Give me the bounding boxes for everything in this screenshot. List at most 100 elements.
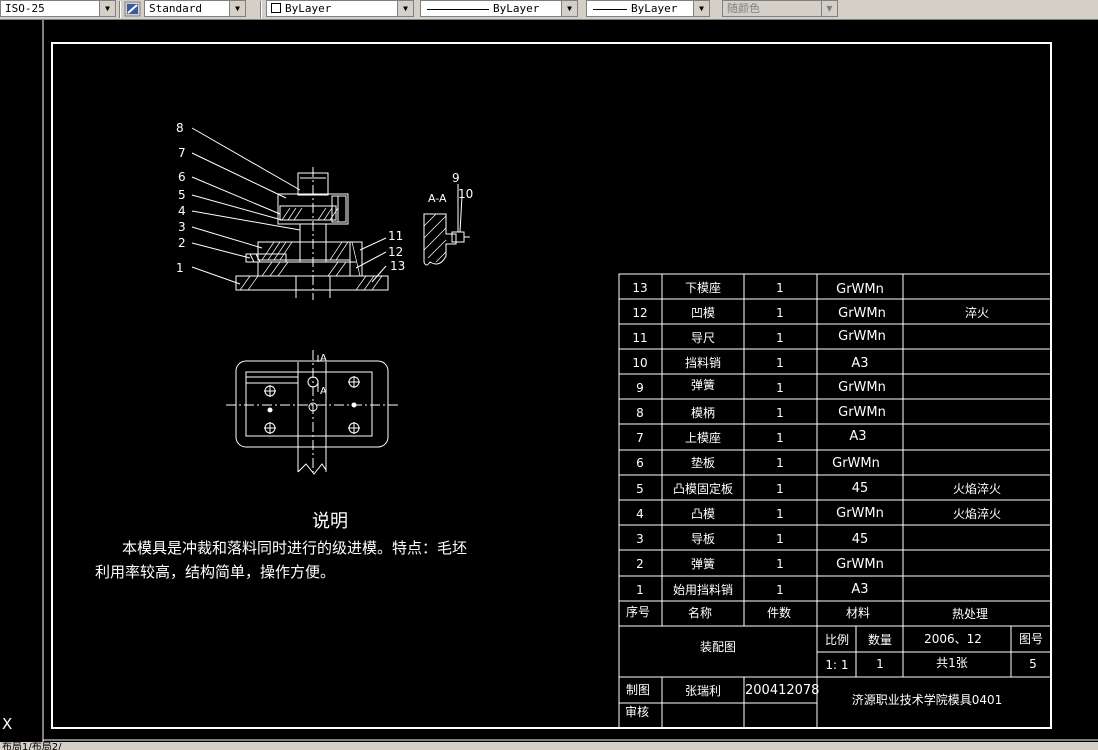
- bom-cell: 凸模: [691, 507, 715, 521]
- bom-cell: A3: [851, 582, 868, 597]
- part-label: 6: [178, 170, 186, 184]
- bom-cell: 45: [852, 532, 869, 547]
- table-row: 12 凹模 1 GrWMn 淬火: [632, 305, 989, 321]
- student-id-value: 200412078: [745, 683, 819, 698]
- bom-cell: 1: [776, 482, 784, 496]
- scale-label: 比例: [825, 633, 849, 647]
- chevron-down-icon[interactable]: ▼: [99, 1, 115, 16]
- bom-cell: 1: [776, 431, 784, 445]
- dimension-style-dropdown[interactable]: ISO-25 ▼: [0, 0, 116, 17]
- chevron-down-icon: ▼: [821, 1, 837, 16]
- section-a-a-view: A-A 9 10: [423, 171, 473, 266]
- bom-cell: 8: [636, 406, 644, 420]
- drawn-by-value: 张瑞利: [685, 684, 721, 698]
- part-label: 5: [178, 188, 186, 202]
- bom-cell: 45: [852, 481, 869, 496]
- bom-cell: 1: [776, 306, 784, 320]
- lineweight-dropdown[interactable]: ByLayer ▼: [586, 0, 710, 17]
- part-label: 11: [388, 229, 403, 243]
- table-row: 13 下模座 1 GrWMn: [632, 280, 884, 297]
- bom-cell: 1: [776, 381, 784, 395]
- drawn-by-label: 制图: [626, 683, 650, 697]
- drawing-border: [51, 42, 1052, 729]
- linetype-dropdown[interactable]: ByLayer ▼: [420, 0, 578, 17]
- part-label: 8: [176, 121, 184, 135]
- part-label: 10: [458, 187, 473, 201]
- bom-cell: 垫板: [691, 455, 715, 470]
- table-row: 1 始用挡料销 1 A3: [636, 582, 868, 597]
- bom-cell: GrWMn: [838, 306, 886, 321]
- layer-value: ByLayer: [285, 2, 332, 15]
- quantity-value: 1: [876, 657, 884, 671]
- chevron-down-icon[interactable]: ▼: [693, 1, 709, 16]
- bom-cell: 导尺: [691, 331, 715, 345]
- ucs-x-icon: X: [2, 715, 12, 733]
- bom-cell: 1: [776, 281, 784, 295]
- bom-cell: 1: [776, 507, 784, 521]
- bom-cell: 导板: [691, 532, 715, 546]
- bom-cell: 2: [636, 557, 644, 571]
- bom-cell: 10: [632, 356, 647, 370]
- table-row: 4 凸模 1 GrWMn 火焰淬火: [636, 506, 1001, 521]
- notes-line: 利用率较高，结构简单，操作方便。: [95, 563, 335, 581]
- bom-header: 序号: [626, 604, 650, 619]
- bom-cell: 弹簧: [691, 377, 715, 392]
- table-header-row: 序号 名称 件数 材料 热处理: [626, 604, 988, 621]
- layer-dropdown[interactable]: ByLayer ▼: [266, 0, 414, 17]
- bom-cell: 凹模: [691, 306, 715, 320]
- chevron-down-icon[interactable]: ▼: [397, 1, 413, 16]
- drawing-name: 装配图: [700, 640, 736, 654]
- chevron-down-icon[interactable]: ▼: [229, 1, 245, 16]
- properties-toolbar: ISO-25 ▼ Standard ▼ ByLayer ▼ ByLayer ▼ …: [0, 0, 1098, 20]
- table-row: 8 模柄 1 GrWMn: [636, 405, 886, 420]
- bom-cell: 1: [776, 356, 784, 370]
- checked-by-label: 审核: [625, 704, 649, 719]
- bom-cell: 火焰淬火: [953, 506, 1001, 521]
- bom-cell: 13: [632, 281, 647, 295]
- part-label: 2: [178, 236, 186, 250]
- school-name: 济源职业技术学院模具0401: [852, 692, 1003, 707]
- linetype-sample-icon: [427, 8, 489, 10]
- bom-cell: 9: [636, 381, 644, 395]
- bill-of-materials-table: [618, 273, 1052, 728]
- bom-cell: 1: [776, 331, 784, 345]
- part-label: 7: [178, 146, 186, 160]
- text-style-icon[interactable]: [124, 1, 141, 17]
- bom-cell: GrWMn: [838, 405, 886, 420]
- text-style-dropdown[interactable]: Standard ▼: [144, 0, 246, 17]
- part-label: 9: [452, 171, 460, 185]
- text-style-value: Standard: [149, 2, 202, 15]
- part-label: 3: [178, 220, 186, 234]
- table-row: 11 导尺 1 GrWMn: [632, 329, 886, 345]
- bom-cell: 3: [636, 532, 644, 546]
- bom-cell: 6: [636, 456, 644, 470]
- table-row: 3 导板 1 45: [636, 532, 868, 547]
- assembly-plan-view: A A: [226, 350, 400, 476]
- bom-cell: GrWMn: [836, 557, 884, 572]
- toolbar-separator: [260, 1, 262, 18]
- bom-cell: GrWMn: [836, 282, 884, 297]
- lineweight-value: ByLayer: [631, 2, 678, 15]
- bom-cell: 上模座: [685, 430, 721, 445]
- bom-cell: 下模座: [685, 280, 721, 295]
- part-label: 4: [178, 204, 186, 218]
- layer-color-swatch-icon: [271, 3, 281, 13]
- bom-cell: GrWMn: [836, 506, 884, 521]
- layout-tabs[interactable]: 布局1/布局2/: [2, 742, 62, 750]
- table-row: 9 弹簧 1 GrWMn: [636, 377, 886, 395]
- bom-cell: GrWMn: [838, 380, 886, 395]
- layout-tabs-bar: 布局1/布局2/: [0, 742, 1098, 750]
- bom-cell: 7: [636, 431, 644, 445]
- bom-cell: GrWMn: [838, 329, 886, 344]
- section-marker: A: [320, 353, 327, 364]
- notes-line: 本模具是冲裁和落料同时进行的级进模。特点：毛坯: [122, 539, 467, 557]
- plot-style-dropdown: 随颜色 ▼: [722, 0, 838, 17]
- notes-title: 说明: [312, 511, 348, 532]
- bom-header: 热处理: [952, 607, 988, 621]
- chevron-down-icon[interactable]: ▼: [561, 1, 577, 16]
- linetype-value: ByLayer: [493, 2, 540, 15]
- table-row: 10 挡料销 1 A3: [632, 356, 868, 371]
- table-row: 2 弹簧 1 GrWMn: [636, 556, 884, 572]
- drawing-canvas[interactable]: 8 7 6 5 4 3 2 1 11 12 13 A-A 9 10: [0, 20, 1098, 742]
- bom-cell: 凸模固定板: [673, 481, 733, 496]
